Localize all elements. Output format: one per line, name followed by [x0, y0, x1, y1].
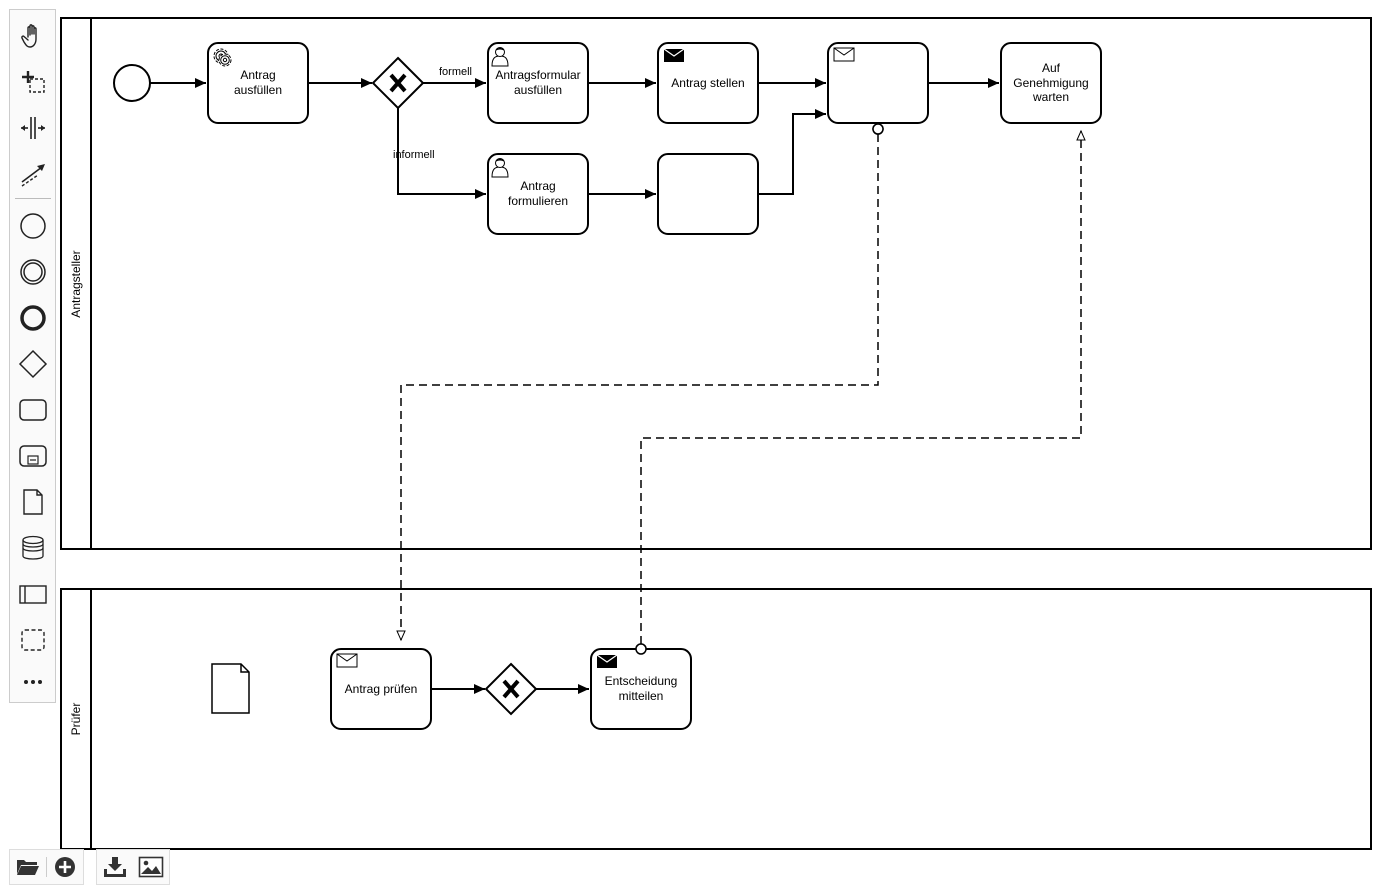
export-button-group [96, 849, 170, 885]
task-submit-label: Antrag stellen [671, 76, 744, 90]
data-store-icon[interactable] [16, 531, 50, 565]
task-fill-form[interactable]: Antragsformular ausfüllen [487, 42, 589, 124]
flow-informal[interactable] [397, 108, 486, 199]
file-button-group [9, 849, 84, 885]
task-fill-form-label-2: ausfüllen [514, 83, 562, 97]
export-image-icon[interactable] [133, 850, 169, 884]
more-icon[interactable] [16, 665, 50, 699]
message-flow-decision-origin-top [635, 643, 647, 655]
task-await-label-3: warten [1032, 90, 1069, 104]
hand-tool-icon[interactable] [16, 19, 50, 53]
user-icon [491, 158, 509, 178]
pool-icon[interactable] [16, 577, 50, 611]
open-folder-icon[interactable] [10, 850, 46, 884]
download-icon[interactable] [97, 850, 133, 884]
gear-icon [213, 48, 232, 67]
task-formulate-application[interactable]: Antrag formulieren [487, 153, 589, 235]
lane-applicant-label: Antragsteller [69, 250, 83, 317]
sequence-flows-applicant[interactable] [150, 78, 999, 199]
flow-label-formal: formell [439, 66, 472, 78]
task-await-label-2: Genehmigung [1013, 76, 1088, 90]
x-icon [502, 679, 520, 699]
task-fill-form-label-1: Antragsformular [495, 68, 580, 82]
envelope-outline-icon [336, 653, 358, 668]
task-communicate-decision[interactable]: Entscheidung mitteilen [590, 648, 692, 730]
envelope-filled-icon [596, 654, 618, 668]
task-review-application[interactable]: Antrag prüfen [330, 648, 432, 730]
task-await-label-1: Auf [1042, 61, 1061, 75]
exclusive-gateway-decision[interactable] [484, 662, 538, 716]
task-decide-label-2: mitteilen [619, 689, 664, 703]
task-receive-message[interactable] [827, 42, 929, 124]
task-await-approval[interactable]: Auf Genehmigung warten [1000, 42, 1102, 124]
task-formulate-label-2: formulieren [508, 194, 568, 208]
envelope-filled-icon [663, 48, 685, 62]
gateway-icon[interactable] [16, 347, 50, 381]
group-icon[interactable] [16, 623, 50, 657]
start-event[interactable] [113, 64, 151, 102]
message-flows[interactable] [396, 129, 1086, 644]
lane-reviewer[interactable]: Prüfer [60, 588, 1372, 850]
bottom-toolbar [9, 849, 170, 885]
task-review-label: Antrag prüfen [345, 682, 418, 696]
start-event-icon[interactable] [16, 209, 50, 243]
flow-task-to-send[interactable] [758, 109, 826, 195]
subprocess-icon[interactable] [16, 439, 50, 473]
task-fill-label-2: ausfüllen [234, 83, 282, 97]
flow-label-informal: informell [393, 149, 435, 161]
envelope-outline-icon [833, 47, 855, 62]
x-icon [389, 73, 407, 93]
task-decide-label-1: Entscheidung [605, 674, 678, 688]
lasso-tool-icon[interactable] [16, 65, 50, 99]
task-unnamed[interactable] [657, 153, 759, 235]
task-formulate-label-1: Antrag [520, 179, 555, 193]
exclusive-gateway-form-type[interactable] [371, 56, 425, 110]
message-flow-request-origin-top [872, 123, 884, 135]
intermediate-event-icon[interactable] [16, 255, 50, 289]
task-icon[interactable] [16, 393, 50, 427]
user-icon [491, 47, 509, 67]
task-fill-application[interactable]: Antrag ausfüllen [207, 42, 309, 124]
lane-reviewer-label: Prüfer [69, 703, 83, 736]
task-submit-application[interactable]: Antrag stellen [657, 42, 759, 124]
message-flow-decision[interactable] [640, 129, 1086, 644]
space-tool-icon[interactable] [16, 111, 50, 145]
data-object-icon[interactable] [16, 485, 50, 519]
data-object[interactable] [211, 663, 250, 714]
tool-palette [9, 9, 56, 703]
task-fill-label-1: Antrag [240, 68, 275, 82]
new-diagram-icon[interactable] [47, 850, 83, 884]
end-event-icon[interactable] [16, 301, 50, 335]
connect-tool-icon[interactable] [16, 157, 50, 191]
